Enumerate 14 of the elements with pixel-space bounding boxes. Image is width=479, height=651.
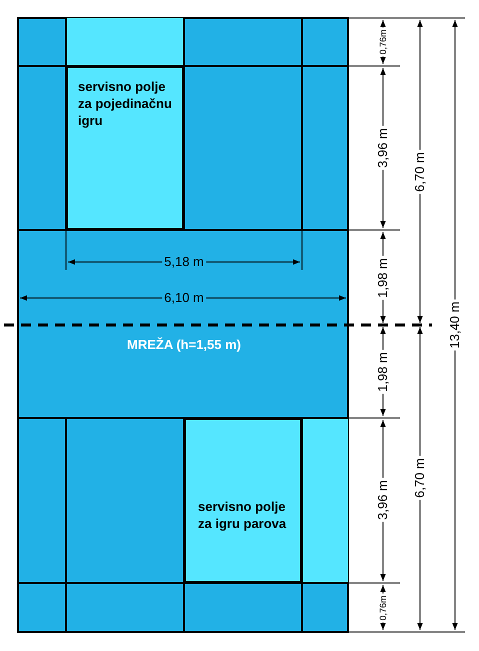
- service-court: [66, 66, 184, 230]
- dimension-label: 3,96 m: [376, 478, 390, 522]
- court-label: servisno polje za pojedinačnu igru: [78, 78, 172, 129]
- dimension-label: 5,18 m: [162, 255, 206, 269]
- court-label: servisno polje za igru parova: [198, 498, 288, 532]
- dimension-label: 13,40 m: [448, 300, 462, 350]
- service-court: [184, 418, 302, 583]
- dimension-label: 3,96 m: [376, 126, 390, 170]
- dimension-label: 1,98 m: [376, 256, 390, 300]
- dimension-label: 6,70 m: [413, 456, 427, 500]
- dimension-label: 6,10 m: [162, 291, 206, 305]
- dimension-label: 1,98 m: [376, 350, 390, 394]
- dimension-label: 6,70 m: [413, 150, 427, 194]
- net-label: MREŽA (h=1,55 m): [126, 338, 242, 352]
